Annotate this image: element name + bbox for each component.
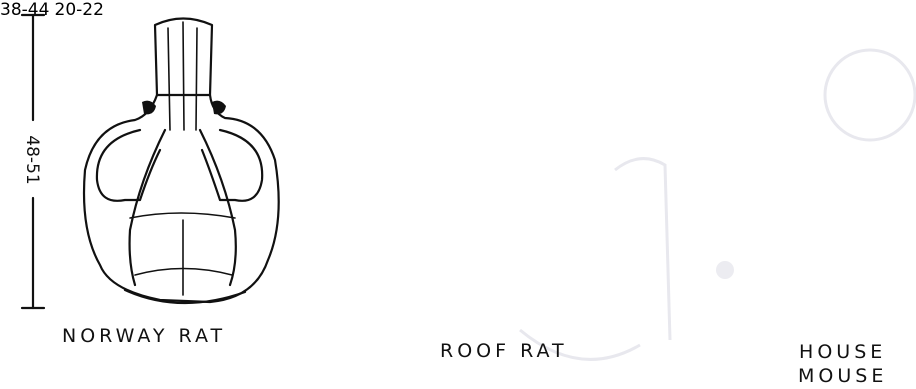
- watermark: [520, 50, 915, 359]
- norway-rat-measurement: 48-51: [22, 135, 42, 184]
- house-mouse-label: HOUSE MOUSE: [798, 340, 887, 388]
- norway-rat-skull: [84, 19, 279, 304]
- roof-rat-label: ROOF RAT: [440, 340, 568, 362]
- norway-rat-label: NORWAY RAT: [62, 325, 226, 347]
